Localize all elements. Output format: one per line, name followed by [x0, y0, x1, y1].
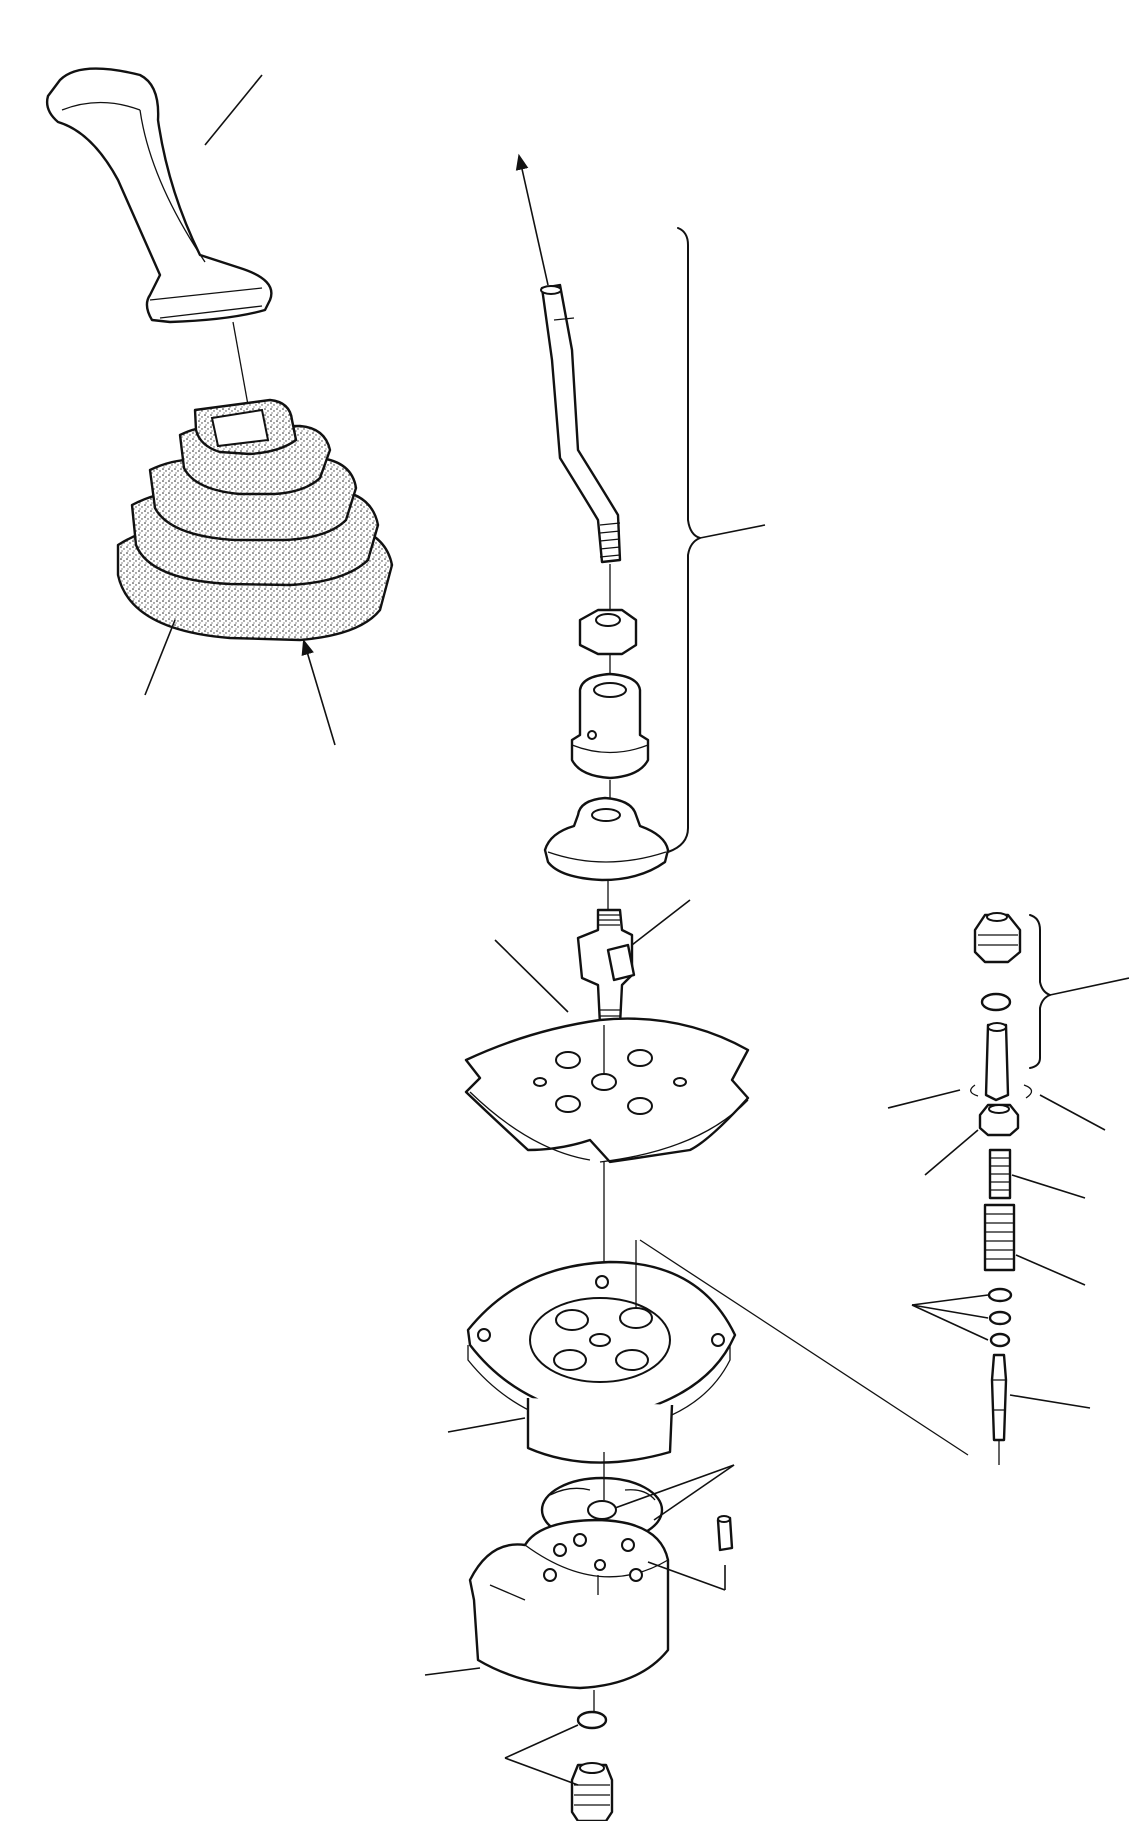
rod-direction-arrow	[515, 153, 549, 286]
spool-leader	[1009, 1394, 1091, 1409]
gasket-leader-a	[614, 1464, 735, 1509]
bottom-plug	[570, 1762, 614, 1821]
spring-large-leader	[1015, 1254, 1086, 1286]
joint-bushing	[570, 672, 650, 780]
boot-arrow	[301, 638, 336, 746]
o-ring-piston	[980, 992, 1012, 1012]
plug-leader-b	[504, 1757, 579, 1786]
piston-assembly-leader	[1049, 977, 1129, 996]
shims-leader-a	[911, 1294, 989, 1306]
rubber-boot	[116, 398, 394, 642]
dowel-pin	[716, 1515, 734, 1552]
rod-assembly-bracket	[667, 227, 701, 853]
top-plate-leader	[447, 1417, 526, 1433]
cam-plate-leader	[494, 939, 569, 1013]
universal-joint	[576, 908, 636, 1027]
snap-ring-leader-right	[1039, 1094, 1106, 1131]
shims	[987, 1287, 1013, 1348]
cam-plate	[464, 1017, 750, 1164]
gasket-leader-b	[653, 1464, 735, 1521]
piston	[984, 1022, 1010, 1102]
boot-leader	[144, 619, 176, 696]
spring-small	[988, 1148, 1012, 1200]
snap-ring-leader-left	[887, 1089, 961, 1109]
grip-leader	[204, 74, 263, 146]
snap-ring-right	[1023, 1084, 1033, 1099]
snap-ring-left	[970, 1084, 979, 1097]
joint-leader	[631, 899, 691, 946]
shims-leader-b	[911, 1304, 989, 1319]
retainer	[978, 1103, 1020, 1137]
o-ring	[576, 1710, 608, 1730]
piston-assembly	[973, 912, 1022, 964]
plug-leader-a	[504, 1724, 579, 1759]
grip-axis-line	[232, 321, 249, 406]
joint-cap	[543, 796, 670, 882]
lever-rod	[540, 283, 622, 564]
spring-large	[983, 1203, 1016, 1272]
body-leader-pin	[647, 1561, 726, 1591]
rod-assembly-leader	[699, 524, 766, 539]
grip	[45, 67, 273, 324]
shims-leader-c	[911, 1304, 989, 1341]
spring-small-leader	[1011, 1174, 1086, 1199]
valve-body-leader	[424, 1667, 481, 1676]
shims-leader-long	[639, 1239, 969, 1456]
spool	[990, 1353, 1008, 1442]
top-plate	[466, 1260, 737, 1464]
piston-bracket	[1029, 914, 1051, 1069]
valve-body	[468, 1518, 670, 1690]
nut	[578, 608, 638, 656]
retainer-leader	[924, 1129, 979, 1176]
